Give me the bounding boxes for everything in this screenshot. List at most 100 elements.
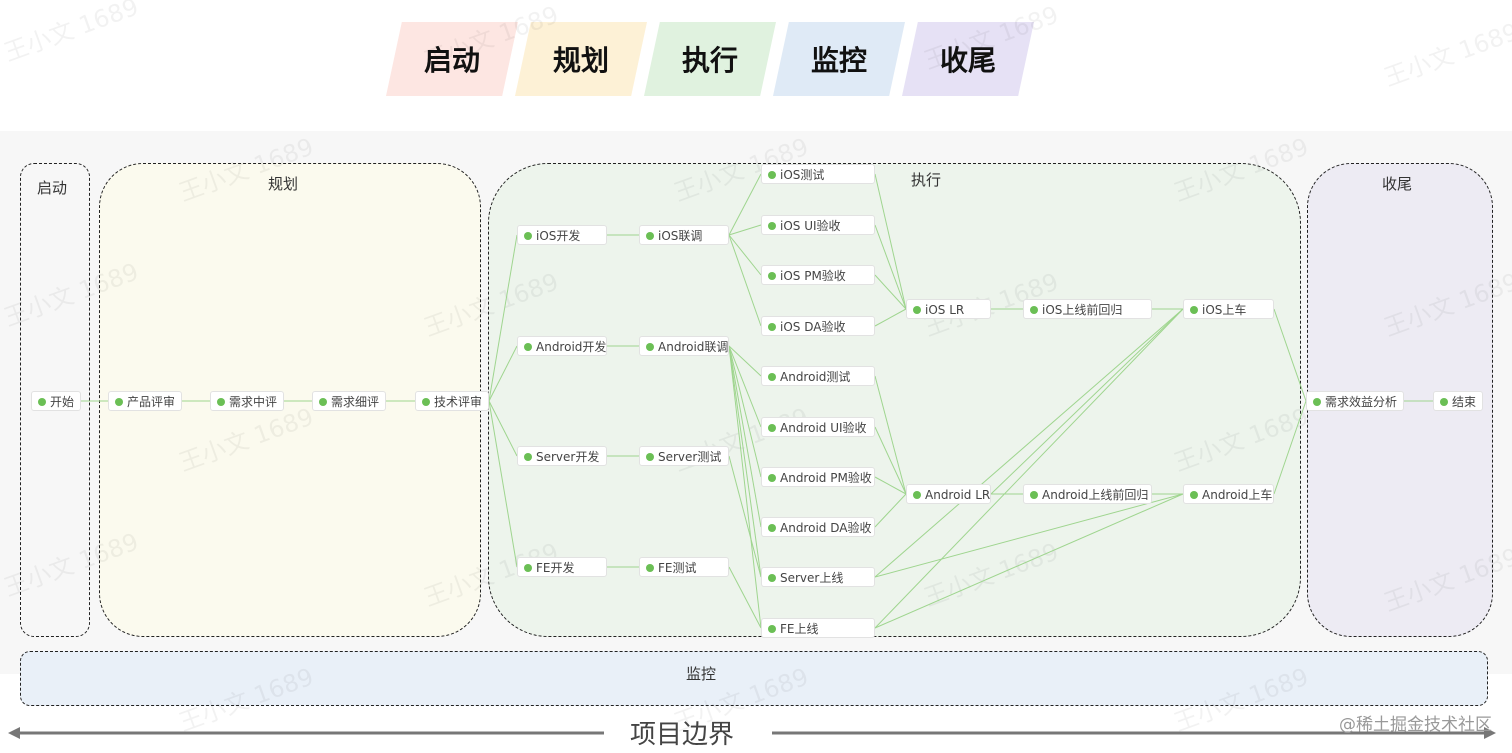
edge-n_tech-n_ios_dev xyxy=(488,234,518,402)
node-fe-test[interactable]: FE测试 xyxy=(639,557,729,577)
edge-n_srv_test-n_srv_on xyxy=(728,455,762,578)
phase-label: 收尾 xyxy=(939,44,996,77)
node-label: 需求效益分析 xyxy=(1325,395,1398,409)
node-label: iOS LR xyxy=(925,303,965,317)
phase-banner-monitor: 监控 xyxy=(773,22,905,96)
node-ios-pm-acceptance[interactable]: iOS PM验收 xyxy=(761,265,875,285)
node-ios-lr[interactable]: iOS LR xyxy=(906,299,991,319)
edge-n_srv_on-n_and_car xyxy=(874,493,1184,578)
node-start[interactable]: 开始 xyxy=(31,391,82,411)
edge-n_tech-n_and_dev xyxy=(488,345,518,402)
phase-banner-plan: 规划 xyxy=(515,22,647,96)
node-benefit-analysis[interactable]: 需求效益分析 xyxy=(1306,391,1405,411)
status-dot-icon xyxy=(524,343,532,351)
node-label: iOS UI验收 xyxy=(780,219,841,233)
status-dot-icon xyxy=(768,424,776,432)
status-dot-icon xyxy=(646,564,654,572)
status-dot-icon xyxy=(524,453,532,461)
status-dot-icon xyxy=(768,222,776,230)
node-end[interactable]: 结束 xyxy=(1433,391,1484,411)
status-dot-icon xyxy=(768,373,776,381)
node-android-da-acceptance[interactable]: Android DA验收 xyxy=(761,517,875,537)
group-title-exec: 执行 xyxy=(911,171,942,189)
node-label: 技术评审 xyxy=(434,395,483,409)
node-android-ship[interactable]: Android上车 xyxy=(1183,484,1274,504)
node-android-test[interactable]: Android测试 xyxy=(761,366,875,386)
phase-banner-exec: 执行 xyxy=(644,22,776,96)
status-dot-icon xyxy=(524,232,532,240)
group-title-start: 启动 xyxy=(37,179,68,197)
status-dot-icon xyxy=(768,171,776,179)
edge-n_ios_pm-n_ios_lr xyxy=(874,274,907,310)
status-dot-icon xyxy=(768,524,776,532)
node-label: Server开发 xyxy=(536,450,600,464)
node-label: 开始 xyxy=(50,395,75,409)
node-label: Android LR xyxy=(925,488,991,502)
node-android-dev[interactable]: Android开发 xyxy=(517,336,607,356)
node-ios-dev[interactable]: iOS开发 xyxy=(517,225,607,245)
status-dot-icon xyxy=(217,398,225,406)
status-dot-icon xyxy=(768,272,776,280)
node-server-dev[interactable]: Server开发 xyxy=(517,446,607,466)
edge-n_ios_car-n_eff xyxy=(1273,308,1307,402)
node-label: 产品评审 xyxy=(127,395,176,409)
node-label: Android上车 xyxy=(1202,488,1273,502)
status-dot-icon xyxy=(768,625,776,633)
edge-n_ios_da-n_ios_lr xyxy=(874,308,907,327)
node-android-integration[interactable]: Android联调 xyxy=(639,336,729,356)
edge-n_ios_ui-n_ios_lr xyxy=(874,224,907,310)
node-ios-da-acceptance[interactable]: iOS DA验收 xyxy=(761,316,875,336)
node-tech-review[interactable]: 技术评审 xyxy=(415,391,490,411)
group-monitor xyxy=(20,651,1488,706)
node-android-pm-acceptance[interactable]: Android PM验收 xyxy=(761,467,875,487)
edge-n_srv_on-n_ios_car xyxy=(874,308,1184,578)
node-fe-release[interactable]: FE上线 xyxy=(761,618,875,638)
status-dot-icon xyxy=(768,323,776,331)
phase-banner-start: 启动 xyxy=(386,22,518,96)
status-dot-icon xyxy=(115,398,123,406)
edge-n_ios_t-n_ios_lr xyxy=(874,173,907,310)
node-label: iOS上线前回归 xyxy=(1042,303,1123,317)
node-label: FE开发 xyxy=(536,561,575,575)
node-label: FE测试 xyxy=(658,561,697,575)
node-label: 结束 xyxy=(1452,395,1477,409)
node-product-review[interactable]: 产品评审 xyxy=(108,391,183,411)
node-requirement-mid-review[interactable]: 需求中评 xyxy=(210,391,285,411)
status-dot-icon xyxy=(768,574,776,582)
node-label: 需求细评 xyxy=(331,395,380,409)
status-dot-icon xyxy=(646,453,654,461)
node-fe-dev[interactable]: FE开发 xyxy=(517,557,607,577)
node-label: iOS开发 xyxy=(536,229,581,243)
status-dot-icon xyxy=(1313,398,1321,406)
node-ios-ui-acceptance[interactable]: iOS UI验收 xyxy=(761,215,875,235)
group-title-monitor: 监控 xyxy=(686,665,717,683)
source-credit: @稀土掘金技术社区 xyxy=(1339,715,1492,735)
node-ios-integration[interactable]: iOS联调 xyxy=(639,225,729,245)
node-ios-test[interactable]: iOS测试 xyxy=(761,164,875,184)
edge-n_and_pm-n_and_lr xyxy=(874,476,907,495)
node-android-pre-release-regression[interactable]: Android上线前回归 xyxy=(1023,484,1152,504)
node-android-lr[interactable]: Android LR xyxy=(906,484,991,504)
node-label: Android联调 xyxy=(658,340,729,354)
node-label: Android PM验收 xyxy=(780,471,872,485)
node-ios-ship[interactable]: iOS上车 xyxy=(1183,299,1274,319)
edge-n_and_t-n_and_lr xyxy=(874,375,907,495)
node-server-release[interactable]: Server上线 xyxy=(761,567,875,587)
node-label: iOS DA验收 xyxy=(780,320,846,334)
node-label: Android UI验收 xyxy=(780,421,867,435)
edge-n_and_int-n_and_da xyxy=(728,345,762,528)
status-dot-icon xyxy=(913,306,921,314)
edge-n_ios_int-n_ios_ui xyxy=(728,224,762,236)
node-label: Android开发 xyxy=(536,340,607,354)
status-dot-icon xyxy=(1190,306,1198,314)
node-label: Server测试 xyxy=(658,450,722,464)
edge-n_tech-n_srv_dev xyxy=(488,400,518,457)
node-requirement-detail-review[interactable]: 需求细评 xyxy=(312,391,387,411)
node-ios-pre-release-regression[interactable]: iOS上线前回归 xyxy=(1023,299,1152,319)
edge-n_ios_int-n_ios_t xyxy=(728,173,762,236)
node-android-ui-acceptance[interactable]: Android UI验收 xyxy=(761,417,875,437)
node-label: iOS PM验收 xyxy=(780,269,846,283)
node-server-test[interactable]: Server测试 xyxy=(639,446,729,466)
status-dot-icon xyxy=(1030,491,1038,499)
